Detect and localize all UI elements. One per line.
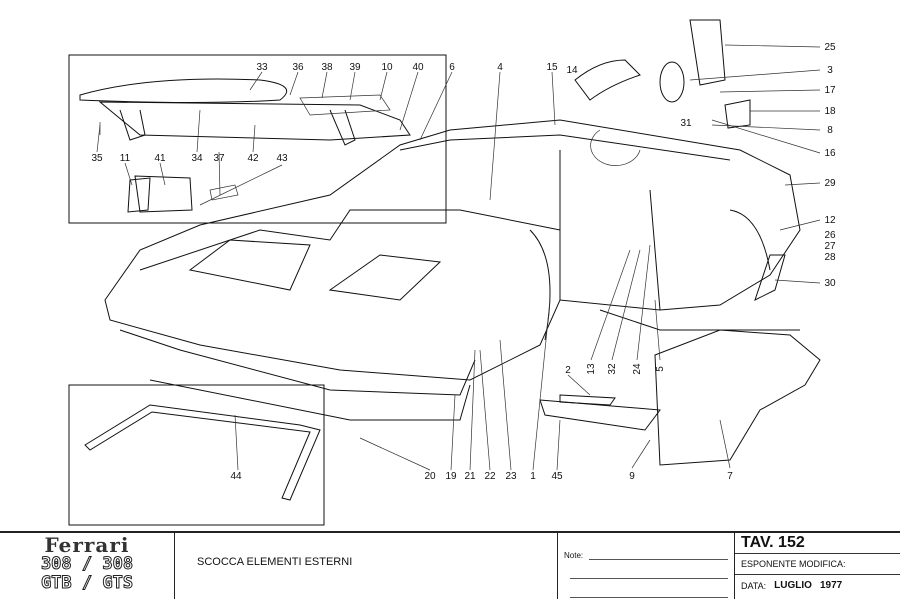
title-block: Ferrari 308 / 308 GTB / GTS SCOCCA ELEME… bbox=[0, 531, 900, 599]
callout-11: 11 bbox=[120, 153, 131, 164]
windshield-seal-drawing bbox=[84, 404, 321, 501]
callout-1: 1 bbox=[530, 471, 536, 482]
callout-9: 9 bbox=[629, 471, 635, 482]
removable-roof-panel-drawing bbox=[79, 78, 411, 213]
date-month: LUGLIO bbox=[774, 580, 812, 591]
callout-22: 22 bbox=[484, 471, 496, 482]
callout-38: 38 bbox=[321, 62, 333, 73]
callout-17: 17 bbox=[824, 85, 836, 96]
callout-32: 32 bbox=[607, 363, 618, 375]
date-year: 1977 bbox=[819, 580, 843, 591]
callout-5: 5 bbox=[655, 366, 666, 372]
model-line-1: 308 / 308 bbox=[40, 554, 134, 574]
callout-19: 19 bbox=[445, 471, 457, 482]
leader-lines bbox=[96, 44, 821, 471]
callout-8: 8 bbox=[827, 125, 833, 136]
callout-35: 35 bbox=[91, 153, 103, 164]
callout-44: 44 bbox=[230, 471, 242, 482]
rear-quarter-panel-drawing bbox=[539, 329, 821, 466]
callout-16: 16 bbox=[824, 148, 836, 159]
detached-parts-drawing bbox=[574, 19, 786, 301]
callout-numbers: 33 36 38 39 10 40 6 4 15 14 25 3 17 18 8… bbox=[91, 42, 836, 482]
sheet-info: TAV. 152 ESPONENTE MODIFICA: DATA: LUGLIO… bbox=[735, 533, 900, 599]
callout-29: 29 bbox=[824, 178, 836, 189]
callout-37: 37 bbox=[213, 153, 225, 164]
callout-23: 23 bbox=[505, 471, 517, 482]
callout-33: 33 bbox=[256, 62, 268, 73]
table-number: TAV. 152 bbox=[741, 534, 805, 551]
callout-12: 12 bbox=[824, 215, 836, 226]
ferrari-logo: Ferrari 308 / 308 GTB / GTS bbox=[0, 533, 175, 599]
callout-14: 14 bbox=[566, 65, 578, 76]
windshield-seal-inset-box bbox=[68, 384, 325, 526]
callout-43: 43 bbox=[276, 153, 288, 164]
callout-40: 40 bbox=[412, 62, 424, 73]
callout-36: 36 bbox=[292, 62, 304, 73]
callout-25: 25 bbox=[824, 42, 836, 53]
callout-42: 42 bbox=[247, 153, 259, 164]
callout-41: 41 bbox=[154, 153, 166, 164]
callout-39: 39 bbox=[349, 62, 361, 73]
callout-20: 20 bbox=[424, 471, 436, 482]
revision-label: ESPONENTE MODIFICA: bbox=[741, 559, 846, 569]
callout-28: 28 bbox=[824, 252, 836, 263]
callout-45: 45 bbox=[551, 471, 563, 482]
date-label: DATA: bbox=[741, 580, 767, 591]
callout-21: 21 bbox=[464, 471, 476, 482]
note-line bbox=[570, 596, 728, 598]
callout-15: 15 bbox=[546, 62, 558, 73]
notes-area: Note: bbox=[558, 533, 735, 599]
note-label: Note: bbox=[564, 551, 584, 560]
callout-10: 10 bbox=[381, 62, 393, 73]
brand-name: Ferrari bbox=[44, 533, 130, 557]
callout-7: 7 bbox=[727, 471, 733, 482]
car-body-drawing bbox=[104, 119, 801, 421]
callout-34: 34 bbox=[191, 153, 203, 164]
model-line-2: GTB / GTS bbox=[40, 573, 134, 593]
callout-24: 24 bbox=[632, 363, 643, 375]
note-line bbox=[570, 577, 728, 579]
callout-3: 3 bbox=[827, 65, 833, 76]
callout-27: 27 bbox=[824, 241, 836, 252]
roof-panel-inset-box bbox=[68, 54, 447, 224]
note-line bbox=[589, 558, 728, 560]
exploded-body-parts-diagram: 33 36 38 39 10 40 6 4 15 14 25 3 17 18 8… bbox=[68, 19, 836, 526]
callout-26: 26 bbox=[824, 230, 836, 241]
callout-18: 18 bbox=[824, 106, 836, 117]
callout-4: 4 bbox=[497, 62, 503, 73]
callout-30: 30 bbox=[824, 278, 836, 289]
callout-31: 31 bbox=[680, 118, 692, 129]
callout-2: 2 bbox=[565, 365, 571, 376]
drawing-description: SCOCCA ELEMENTI ESTERNI bbox=[175, 533, 558, 599]
callout-13: 13 bbox=[586, 363, 597, 375]
callout-6: 6 bbox=[449, 62, 455, 73]
